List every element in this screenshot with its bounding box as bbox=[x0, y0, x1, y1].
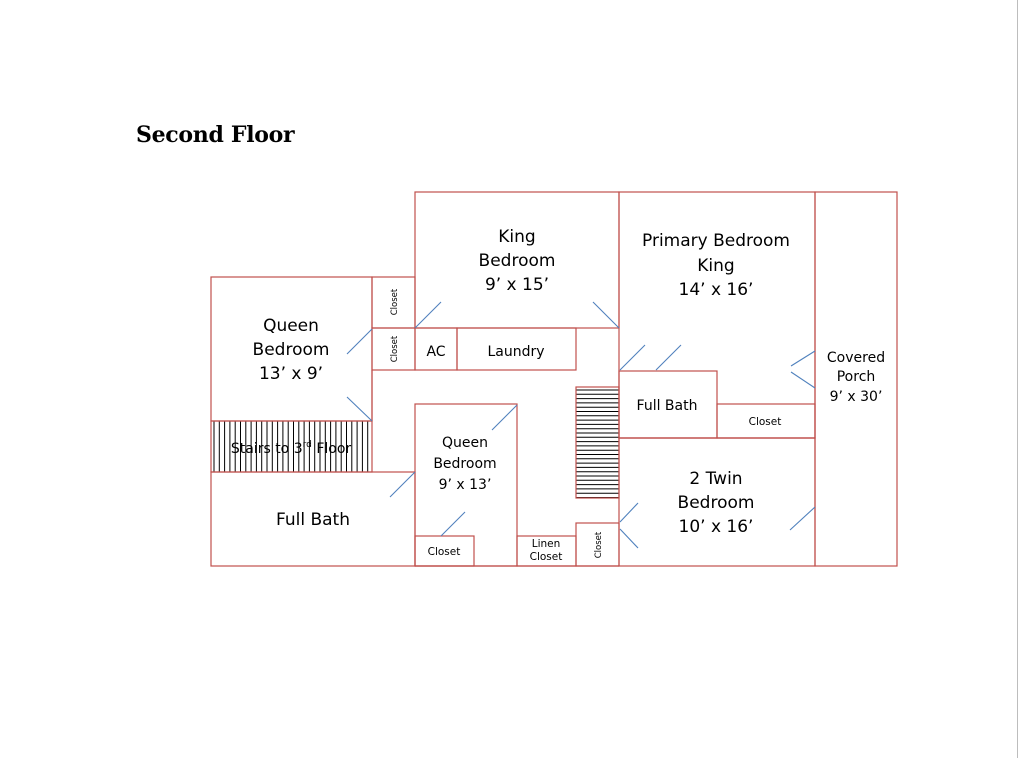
label-queen-bedroom-2: Queen bbox=[442, 435, 488, 451]
label-queen-bedroom-1-size: 13’ x 9’ bbox=[259, 364, 323, 384]
label-covered-porch-size: 9’ x 30’ bbox=[830, 389, 883, 405]
door-swing bbox=[655, 344, 682, 371]
label-primary-bedroom: Primary Bedroom bbox=[642, 231, 790, 251]
label-twin-bedroom: Bedroom bbox=[678, 493, 755, 513]
label-closet-primary: Closet bbox=[749, 416, 782, 428]
label-primary-bedroom-size: 14’ x 16’ bbox=[679, 280, 754, 300]
label-primary-bedroom: King bbox=[697, 256, 734, 276]
label-queen-bedroom-2: Bedroom bbox=[433, 456, 496, 472]
label-closet-upper: Closet bbox=[390, 288, 400, 315]
door-swing bbox=[592, 301, 620, 329]
label-king-bedroom: King bbox=[498, 227, 535, 247]
door-swing bbox=[619, 502, 639, 523]
label-twin-bedroom-size: 10’ x 16’ bbox=[679, 517, 754, 537]
label-queen-bedroom-2-size: 9’ x 13’ bbox=[439, 477, 492, 493]
room-laundry bbox=[456, 327, 577, 371]
label-closet-queen2: Closet bbox=[428, 546, 461, 558]
door-swing bbox=[346, 396, 373, 422]
page-edge-divider bbox=[1017, 0, 1018, 758]
label-twin-bedroom: 2 Twin bbox=[689, 469, 742, 489]
label-covered-porch: Covered bbox=[827, 350, 885, 366]
label-queen-bedroom-1: Bedroom bbox=[253, 340, 330, 360]
door-swing bbox=[619, 528, 639, 549]
door-swing bbox=[790, 350, 816, 367]
door-swing bbox=[414, 301, 442, 329]
label-closet-hall: Closet bbox=[594, 531, 604, 558]
label-king-bedroom: Bedroom bbox=[479, 251, 556, 271]
label-full-bath-right: Full Bath bbox=[637, 398, 698, 414]
label-ac: AC bbox=[426, 344, 445, 360]
label-king-bedroom-size: 9’ x 15’ bbox=[485, 275, 549, 295]
door-swing bbox=[346, 328, 373, 355]
label-laundry: Laundry bbox=[487, 344, 544, 360]
door-swing bbox=[790, 371, 816, 389]
door-swing bbox=[491, 404, 518, 431]
room-covered-porch bbox=[814, 191, 898, 567]
door-swing bbox=[389, 471, 416, 498]
walls bbox=[210, 191, 898, 567]
page-title: Second Floor bbox=[136, 122, 295, 148]
label-stairs-3rd-floor: Stairs to 3rd Floor bbox=[231, 440, 352, 457]
label-full-bath-left: Full Bath bbox=[276, 510, 350, 530]
door-swing bbox=[440, 511, 466, 537]
doors bbox=[346, 301, 816, 549]
label-covered-porch: Porch bbox=[837, 369, 876, 385]
door-swing bbox=[619, 344, 646, 371]
label-linen-closet: Linen bbox=[532, 538, 561, 550]
stairs-main bbox=[575, 386, 620, 499]
label-closet-lower: Closet bbox=[390, 335, 400, 362]
label-queen-bedroom-1: Queen bbox=[263, 316, 319, 336]
door-swing bbox=[789, 506, 816, 531]
label-linen-closet: Closet bbox=[530, 551, 563, 563]
